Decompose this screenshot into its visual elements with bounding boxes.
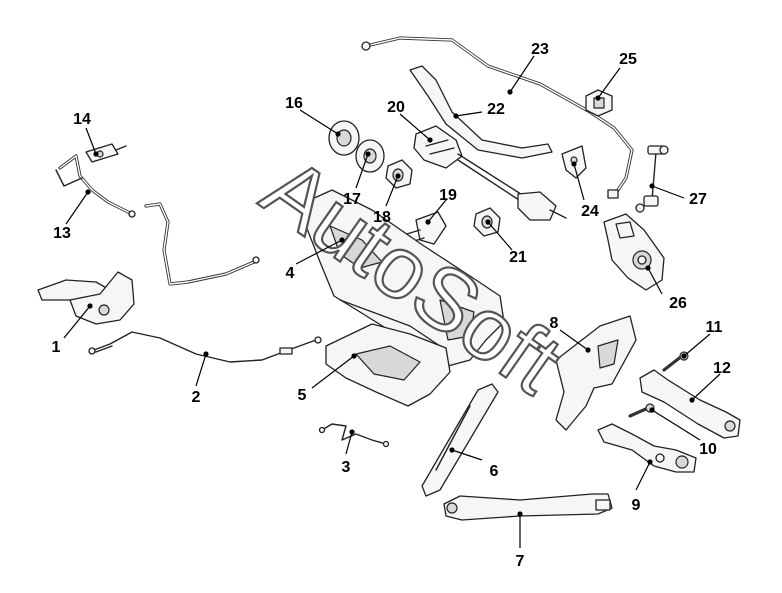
callout-label-12[interactable]: 12 [713, 360, 731, 377]
leader-5 [311, 355, 355, 389]
part-underbody-panel[interactable] [325, 323, 451, 407]
part-stabilizer-bar[interactable] [361, 36, 634, 199]
callout-label-9[interactable]: 9 [632, 497, 641, 514]
part-parking-brake-lever[interactable] [37, 271, 135, 325]
callout-label-7[interactable]: 7 [516, 553, 525, 570]
callout-label-10[interactable]: 10 [699, 441, 717, 458]
callout-labels: 1 2 3 4 5 6 7 8 9 10 11 12 13 14 16 17 1… [52, 41, 731, 570]
leader-22 [455, 111, 483, 117]
callout-label-13[interactable]: 13 [53, 225, 71, 242]
callout-label-14[interactable]: 14 [73, 111, 91, 128]
leader-10 [651, 409, 701, 441]
callout-label-2[interactable]: 2 [192, 389, 201, 406]
part-lower-control-arm[interactable] [443, 493, 613, 521]
leader-3 [345, 431, 353, 455]
callout-label-25[interactable]: 25 [619, 51, 637, 68]
callout-leaders [63, 55, 721, 548]
leader-1 [63, 305, 91, 339]
leader-9 [635, 461, 651, 491]
leader-16 [299, 109, 339, 135]
part-sensor-cable[interactable] [55, 154, 136, 218]
callout-label-11[interactable]: 11 [706, 319, 723, 336]
part-long-strut[interactable] [421, 383, 499, 497]
callout-label-18[interactable]: 18 [373, 209, 391, 226]
part-control-rod[interactable] [409, 65, 553, 159]
leader-11 [683, 333, 711, 357]
callout-label-8[interactable]: 8 [550, 315, 559, 332]
part-small-cable[interactable] [318, 423, 390, 448]
callout-label-5[interactable]: 5 [298, 387, 307, 404]
callout-label-21[interactable]: 21 [509, 249, 527, 266]
leader-26 [647, 267, 663, 295]
callout-label-17[interactable]: 17 [343, 191, 361, 208]
leader-12 [691, 373, 721, 401]
leader-17 [355, 153, 369, 189]
callout-label-16[interactable]: 16 [285, 95, 303, 112]
part-stabilizer-link[interactable] [635, 145, 669, 213]
callout-label-6[interactable]: 6 [490, 463, 499, 480]
leader-13 [65, 191, 89, 225]
callout-label-3[interactable]: 3 [342, 459, 351, 476]
part-subframe[interactable] [305, 189, 505, 367]
callout-label-26[interactable]: 26 [669, 295, 687, 312]
part-upper-wishbone[interactable] [639, 369, 741, 439]
leader-2 [195, 353, 207, 387]
callout-label-27[interactable]: 27 [689, 191, 707, 208]
leader-23 [509, 55, 535, 93]
leader-21 [487, 221, 513, 251]
part-brake-line[interactable] [144, 202, 260, 286]
leader-18 [385, 175, 399, 207]
leader-4 [295, 239, 343, 265]
part-stabilizer-bushing[interactable] [585, 89, 613, 117]
part-drive-shaft[interactable] [413, 125, 567, 221]
callout-label-20[interactable]: 20 [387, 99, 405, 116]
part-trailing-bracket[interactable] [555, 315, 637, 431]
part-rubber-mount-16[interactable] [328, 120, 360, 156]
callout-label-22[interactable]: 22 [487, 101, 505, 118]
leader-25 [597, 67, 621, 99]
leader-19 [427, 199, 447, 223]
leader-8 [559, 329, 589, 351]
callout-label-23[interactable]: 23 [531, 41, 549, 58]
callout-label-24[interactable]: 24 [581, 203, 599, 220]
part-wheel-carrier[interactable] [603, 213, 665, 291]
part-brake-cable[interactable] [88, 331, 322, 363]
callout-label-4[interactable]: 4 [286, 265, 295, 282]
part-lower-wishbone[interactable] [597, 423, 697, 473]
part-sensor-14[interactable] [85, 143, 127, 163]
part-rubber-mount-17[interactable] [355, 139, 385, 173]
leader-27 [651, 185, 685, 199]
callout-label-19[interactable]: 19 [439, 187, 457, 204]
leader-14 [85, 127, 97, 155]
callout-label-1[interactable]: 1 [52, 339, 61, 356]
leader-6 [451, 449, 483, 461]
leader-24 [573, 163, 585, 201]
leader-20 [399, 113, 431, 141]
